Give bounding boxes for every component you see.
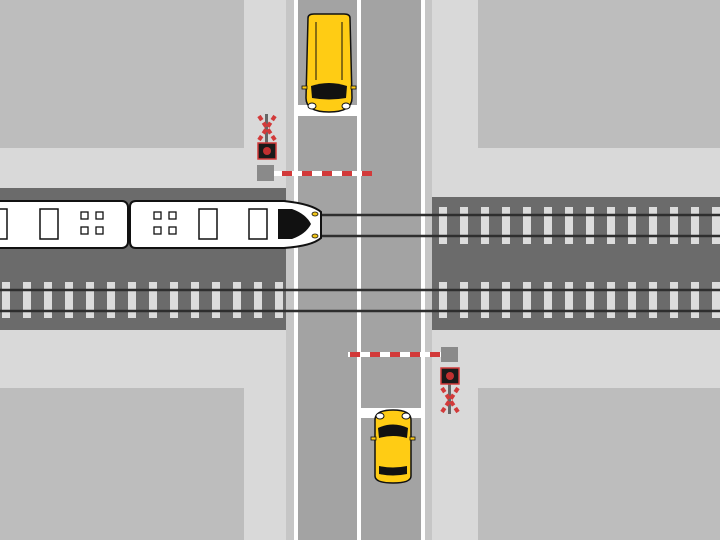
railway-tie bbox=[439, 207, 447, 244]
railway-tie bbox=[607, 282, 615, 318]
railroad-crossing-sign-icon bbox=[440, 386, 460, 414]
windshield bbox=[278, 209, 311, 239]
lane-line-left bbox=[294, 0, 298, 540]
barrier-stripe bbox=[282, 171, 292, 176]
railway-tie bbox=[107, 282, 115, 318]
barrier-stripe bbox=[362, 171, 372, 176]
railway-tie bbox=[712, 207, 720, 244]
railway-tie bbox=[23, 282, 31, 318]
railway-ties bbox=[2, 207, 720, 318]
railway-tie bbox=[254, 282, 262, 318]
railway-tie bbox=[86, 282, 94, 318]
barrier-stripe bbox=[302, 171, 312, 176]
rear-window bbox=[379, 466, 407, 476]
railway-tie bbox=[649, 282, 657, 318]
crossing-signal-bottom bbox=[440, 367, 460, 414]
rails bbox=[0, 213, 720, 313]
roof-vents bbox=[153, 211, 177, 235]
railway-tie bbox=[628, 207, 636, 244]
van bbox=[301, 13, 357, 113]
windshield bbox=[311, 83, 347, 100]
barrier-stripe bbox=[342, 171, 352, 176]
barrier-stripe bbox=[350, 352, 360, 357]
railway-tie bbox=[670, 207, 678, 244]
barrier-stripe bbox=[430, 352, 440, 357]
headlight bbox=[311, 233, 319, 239]
headlight bbox=[311, 211, 319, 217]
barrier-stripe bbox=[390, 352, 400, 357]
headlight bbox=[341, 102, 351, 110]
train-car-front bbox=[129, 200, 322, 249]
window bbox=[39, 208, 59, 240]
railway-tie bbox=[2, 282, 10, 318]
railway-tie bbox=[460, 207, 468, 244]
lane-line-right bbox=[421, 0, 425, 540]
railroad-crossing-sign-icon bbox=[257, 114, 277, 142]
railway-tie bbox=[481, 207, 489, 244]
barrier-gate-bottom bbox=[348, 347, 458, 362]
barrier-gate-icon bbox=[441, 347, 458, 362]
railway-tie bbox=[439, 282, 447, 318]
mirror bbox=[370, 436, 377, 441]
roof-vents bbox=[80, 211, 104, 235]
railway-tie bbox=[544, 282, 552, 318]
railway-tie bbox=[607, 207, 615, 244]
railway-tie bbox=[502, 207, 510, 244]
railway-tie bbox=[565, 282, 573, 318]
mirror bbox=[301, 85, 308, 90]
barrier-stripe bbox=[322, 171, 332, 176]
mirror bbox=[350, 85, 357, 90]
headlight bbox=[375, 412, 385, 420]
railway-tie bbox=[149, 282, 157, 318]
railway-tie bbox=[691, 207, 699, 244]
railway-tie bbox=[128, 282, 136, 318]
railway-tie bbox=[586, 282, 594, 318]
train bbox=[0, 200, 322, 249]
window bbox=[248, 208, 268, 240]
railway-tie bbox=[586, 207, 594, 244]
window bbox=[198, 208, 218, 240]
railway-tie bbox=[65, 282, 73, 318]
windshield bbox=[378, 424, 408, 438]
railway-tie bbox=[212, 282, 220, 318]
railway-tie bbox=[481, 282, 489, 318]
railway-tie bbox=[502, 282, 510, 318]
railway-tie bbox=[275, 282, 283, 318]
barrier-gate-top bbox=[257, 165, 372, 181]
railway-tie bbox=[628, 282, 636, 318]
city-block-bottom-left bbox=[0, 388, 244, 540]
mirror bbox=[409, 436, 416, 441]
barrier-stripe bbox=[410, 352, 420, 357]
city-block-top-left bbox=[0, 0, 244, 148]
railway-tie bbox=[191, 282, 199, 318]
barrier-gate-icon bbox=[257, 165, 274, 181]
railway-tie bbox=[523, 282, 531, 318]
railway-tie bbox=[544, 207, 552, 244]
city-block-bottom-right bbox=[478, 388, 720, 540]
railway-tie bbox=[170, 282, 178, 318]
railway-tie bbox=[44, 282, 52, 318]
signal-light bbox=[446, 372, 454, 380]
railway-tie bbox=[460, 282, 468, 318]
railway-tie bbox=[565, 207, 573, 244]
railway-tie bbox=[691, 282, 699, 318]
railway-tie bbox=[649, 207, 657, 244]
railway-tie bbox=[670, 282, 678, 318]
headlight bbox=[401, 412, 411, 420]
barrier-stripe bbox=[370, 352, 380, 357]
train-car-rear bbox=[0, 200, 129, 249]
city-block-top-right bbox=[478, 0, 720, 148]
car bbox=[370, 409, 416, 484]
headlight bbox=[307, 102, 317, 110]
crossing-signal-top bbox=[257, 114, 277, 160]
railway-tie bbox=[712, 282, 720, 318]
window bbox=[0, 208, 8, 240]
signal-light bbox=[263, 147, 271, 155]
lane-line-center bbox=[357, 0, 361, 540]
railway-tie bbox=[233, 282, 241, 318]
railway-tie bbox=[523, 207, 531, 244]
